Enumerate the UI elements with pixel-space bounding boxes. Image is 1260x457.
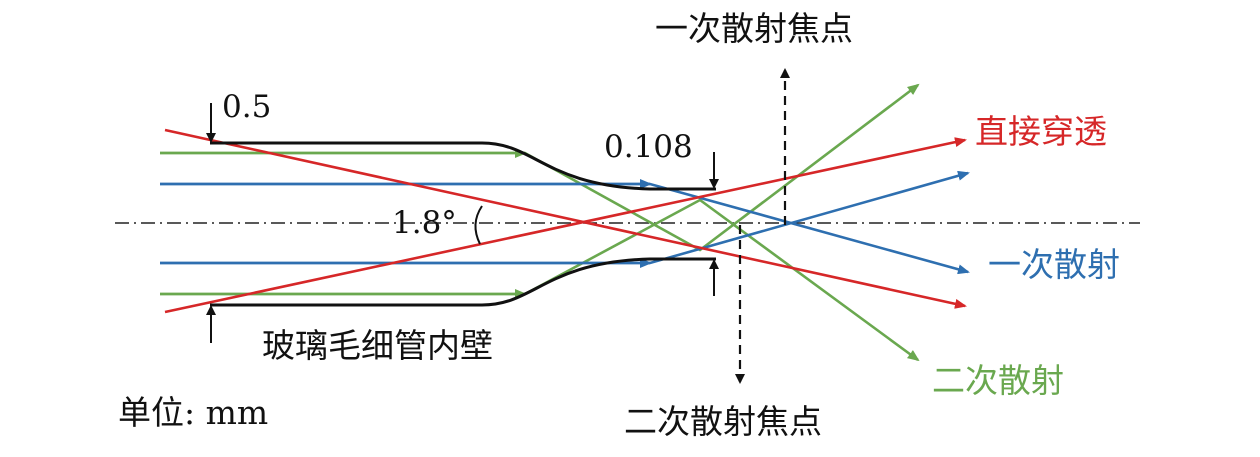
wall-bottom <box>210 257 716 307</box>
angle-arc <box>474 205 483 245</box>
dimension-arrows <box>206 103 719 343</box>
angle-label: 1.8° <box>392 205 457 241</box>
inlet-width-label: 0.5 <box>222 89 271 125</box>
green-ray-top <box>160 83 920 252</box>
outlet-width-label: 0.108 <box>604 129 693 165</box>
wall-top <box>210 141 716 191</box>
unit-label: 单位: mm <box>118 393 268 432</box>
red-ray-up <box>164 137 967 314</box>
wall-label: 玻璃毛细管内壁 <box>262 326 493 365</box>
capillary-wall <box>210 141 716 307</box>
focal-planes <box>735 68 790 384</box>
second-scatter-label: 二次散射 <box>932 361 1064 400</box>
direct-rays <box>164 128 967 314</box>
second-focus-label: 二次散射焦点 <box>624 402 822 441</box>
first-focus-label: 一次散射焦点 <box>655 9 853 48</box>
blue-ray-top <box>160 182 970 275</box>
first-scatter-label: 一次散射 <box>988 245 1120 284</box>
second-scatter-rays <box>160 83 920 362</box>
direct-label: 直接穿透 <box>975 112 1107 151</box>
red-ray-down <box>164 128 967 309</box>
